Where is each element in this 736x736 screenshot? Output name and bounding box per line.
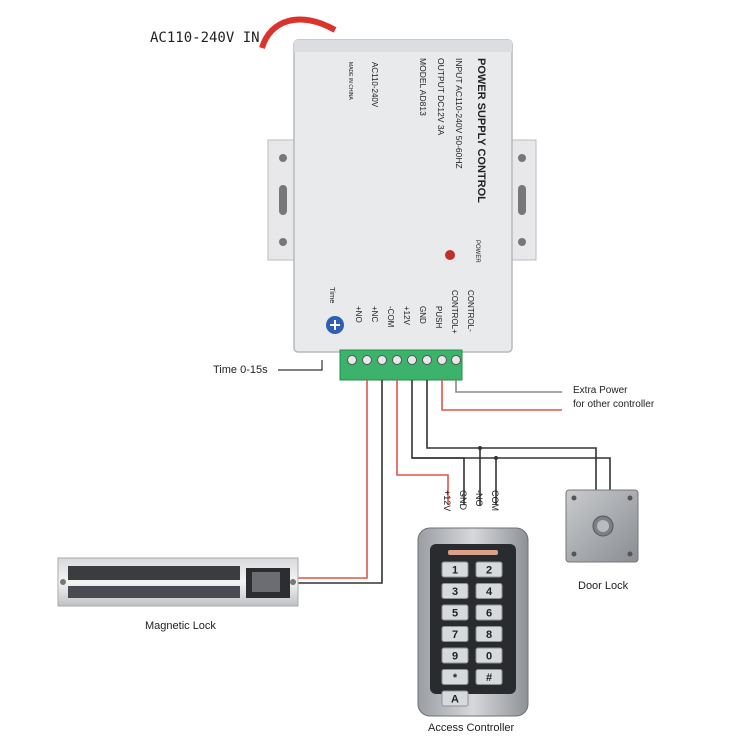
power-led-icon: [445, 250, 455, 260]
terminal-screws: [347, 355, 461, 365]
power-led-label: POWER: [474, 240, 480, 263]
psu-made-in: MADE IN CHINA: [347, 62, 353, 100]
keypad-key-label: #: [486, 672, 492, 684]
wire-controller-12v: [396, 380, 449, 505]
keypad-key[interactable]: [475, 669, 503, 685]
keypad-key[interactable]: [475, 561, 503, 578]
keypad-key[interactable]: [441, 583, 469, 599]
ac-input-label: AC110-240V IN: [150, 30, 260, 46]
keypad-key[interactable]: [475, 583, 503, 599]
time-label-pointer: [278, 360, 323, 371]
wire-extra-power-minus: [455, 380, 562, 393]
terminal-label-gnd: GND: [418, 306, 427, 324]
magnetic-lock-caption: Magnetic Lock: [145, 620, 216, 632]
keypad-key-label: 2: [486, 565, 492, 577]
extra-power-label-line1: Extra Power: [573, 385, 628, 396]
keypad-key[interactable]: [475, 604, 503, 621]
extra-power-label-line2: for other controller: [573, 399, 655, 410]
keypad-key-label: 5: [452, 608, 458, 620]
terminal-label-push: PUSH: [434, 306, 443, 328]
keypad-key[interactable]: [475, 626, 503, 642]
keypad-key[interactable]: [475, 647, 503, 664]
wire-extra-power-plus: [441, 380, 562, 411]
wire-door-push: [426, 380, 597, 490]
keypad-key[interactable]: [441, 626, 469, 642]
mains-cable: [259, 16, 337, 49]
psu-title: POWER SUPPLY CONTROL: [475, 58, 487, 203]
keypad-key-label: *: [453, 672, 458, 684]
keypad-key-label: 4: [486, 586, 493, 598]
time-range-label: Time 0-15s: [213, 364, 268, 376]
keypad-key[interactable]: [441, 561, 469, 578]
access-controller: 1 2 3 4 5 6 7 8 9 0 * # A: [417, 527, 529, 717]
psu-output-spec: OUTPUT DC12V 3A: [436, 58, 446, 136]
time-knob-slot: [330, 320, 340, 330]
keypad-key[interactable]: [441, 669, 469, 685]
power-supply-unit: POWER SUPPLY CONTROL INPUT AC110-240V 50…: [293, 39, 513, 353]
controller-wire-label-12v: +12V: [442, 490, 452, 511]
keypad-key[interactable]: [441, 647, 469, 664]
terminal-label-12v: +12V: [402, 306, 411, 326]
keypad-key-label: 3: [452, 586, 458, 598]
keypad-key-label: 8: [486, 629, 492, 641]
controller-wire-label-com: COM: [490, 490, 500, 511]
keypad-key[interactable]: [441, 604, 469, 621]
terminal-label-com: -COM: [386, 306, 395, 328]
magnetic-lock: [57, 557, 299, 607]
access-controller-caption: Access Controller: [428, 722, 515, 734]
keypad-key[interactable]: [441, 690, 469, 707]
time-knob-label: Time: [328, 287, 337, 303]
psu-model: MODEL AD813: [418, 58, 428, 116]
keypad-key-label: 6: [486, 608, 492, 620]
wire-maglock-com: [294, 380, 383, 584]
controller-wire-label-no: -NO: [474, 490, 484, 507]
door-lock-caption: Door Lock: [578, 580, 629, 592]
keypad-key-label: A: [451, 694, 459, 706]
terminal-label-nc: +NC: [370, 306, 379, 322]
wire-door-gnd: [412, 457, 611, 490]
controller-wire-label-gnd: GND: [458, 490, 468, 511]
keypad-key-label: 7: [452, 629, 458, 641]
keypad-key-label: 0: [486, 651, 492, 663]
keypad-key-label: 1: [452, 565, 458, 577]
terminal-label-control-minus: CONTROL-: [466, 290, 475, 332]
door-release-button: [565, 489, 639, 563]
keypad-grid: 1 2 3 4 5 6 7 8 9 0 * # A: [441, 561, 503, 707]
terminal-label-control-plus: CONTROL+: [450, 290, 459, 334]
terminal-block: [339, 349, 463, 381]
psu-input-spec: INPUT AC110-240V 50-60HZ: [454, 58, 464, 169]
wire-controller-gnd: [411, 380, 465, 505]
wiring: [294, 380, 611, 584]
psu-voltage: AC110-240V: [370, 62, 379, 108]
keypad-key-label: 9: [452, 651, 458, 663]
terminal-label-no: +NO: [354, 306, 363, 323]
wire-maglock-nc: [294, 380, 368, 579]
